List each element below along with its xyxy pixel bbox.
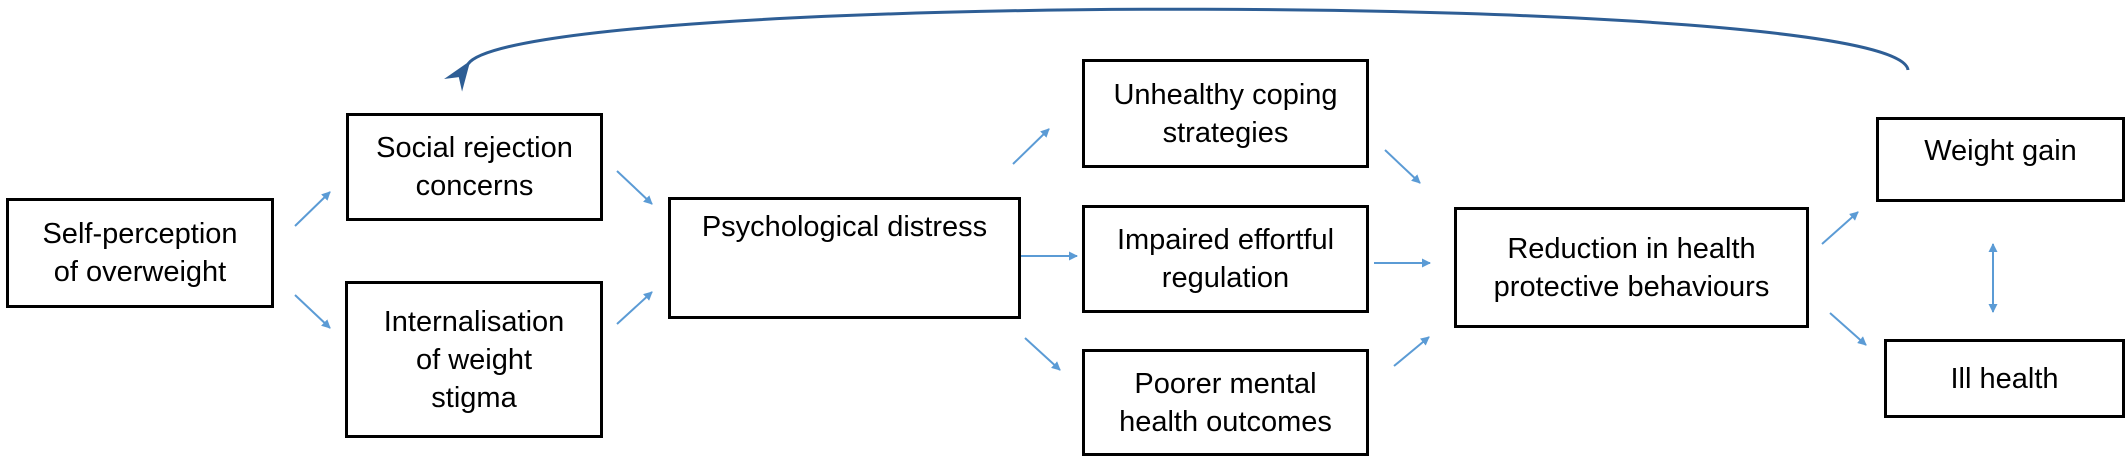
arrow-psych-distress-to-poorer-mental [1024,337,1061,371]
arrow-self-perception-to-social-rejection [294,191,331,227]
feedback-arrow-weight-gain-to-social-rejection [443,7,1910,92]
arrow-poorer-mental-to-reduction [1393,336,1430,367]
arrow-social-rejection-to-psych-distress [616,170,653,205]
box-social-rejection: Social rejection concerns [346,113,603,221]
box-weight-gain-label: Weight gain [1924,135,2077,167]
box-self-perception: Self-perception of overweight [6,198,274,308]
box-unhealthy-coping-label: Unhealthy coping strategies [1113,78,1338,149]
arrow-unhealthy-coping-to-reduction [1384,149,1421,184]
box-reduction-health: Reduction in health protective behaviour… [1454,207,1809,328]
arrow-internalisation-to-psych-distress [616,291,653,325]
box-poorer-mental-label: Poorer mental health outcomes [1119,367,1332,438]
box-internalisation: Internalisation of weight stigma [345,281,603,438]
arrow-self-perception-to-internalisation [294,294,331,329]
box-self-perception-label: Self-perception of overweight [42,218,238,288]
arrow-reduction-to-ill-health [1829,312,1867,346]
box-ill-health-label: Ill health [1950,362,2059,395]
box-psych-distress-label: Psychological distress [701,211,988,243]
box-unhealthy-coping: Unhealthy coping strategies [1082,59,1369,168]
box-impaired-regulation-label: Impaired effortful regulation [1116,224,1335,294]
arrow-reduction-to-weight-gain [1821,211,1859,245]
box-weight-gain: Weight gain [1876,117,2125,202]
box-ill-health: Ill health [1884,339,2125,418]
box-poorer-mental: Poorer mental health outcomes [1082,349,1369,456]
arrow-psych-distress-to-unhealthy-coping [1012,128,1050,165]
box-social-rejection-label: Social rejection concerns [376,132,573,202]
box-impaired-regulation: Impaired effortful regulation [1082,205,1369,313]
box-reduction-health-label: Reduction in health protective behaviour… [1493,232,1770,303]
box-psych-distress: Psychological distress [668,197,1021,319]
box-internalisation-label: Internalisation of weight stigma [383,305,565,414]
